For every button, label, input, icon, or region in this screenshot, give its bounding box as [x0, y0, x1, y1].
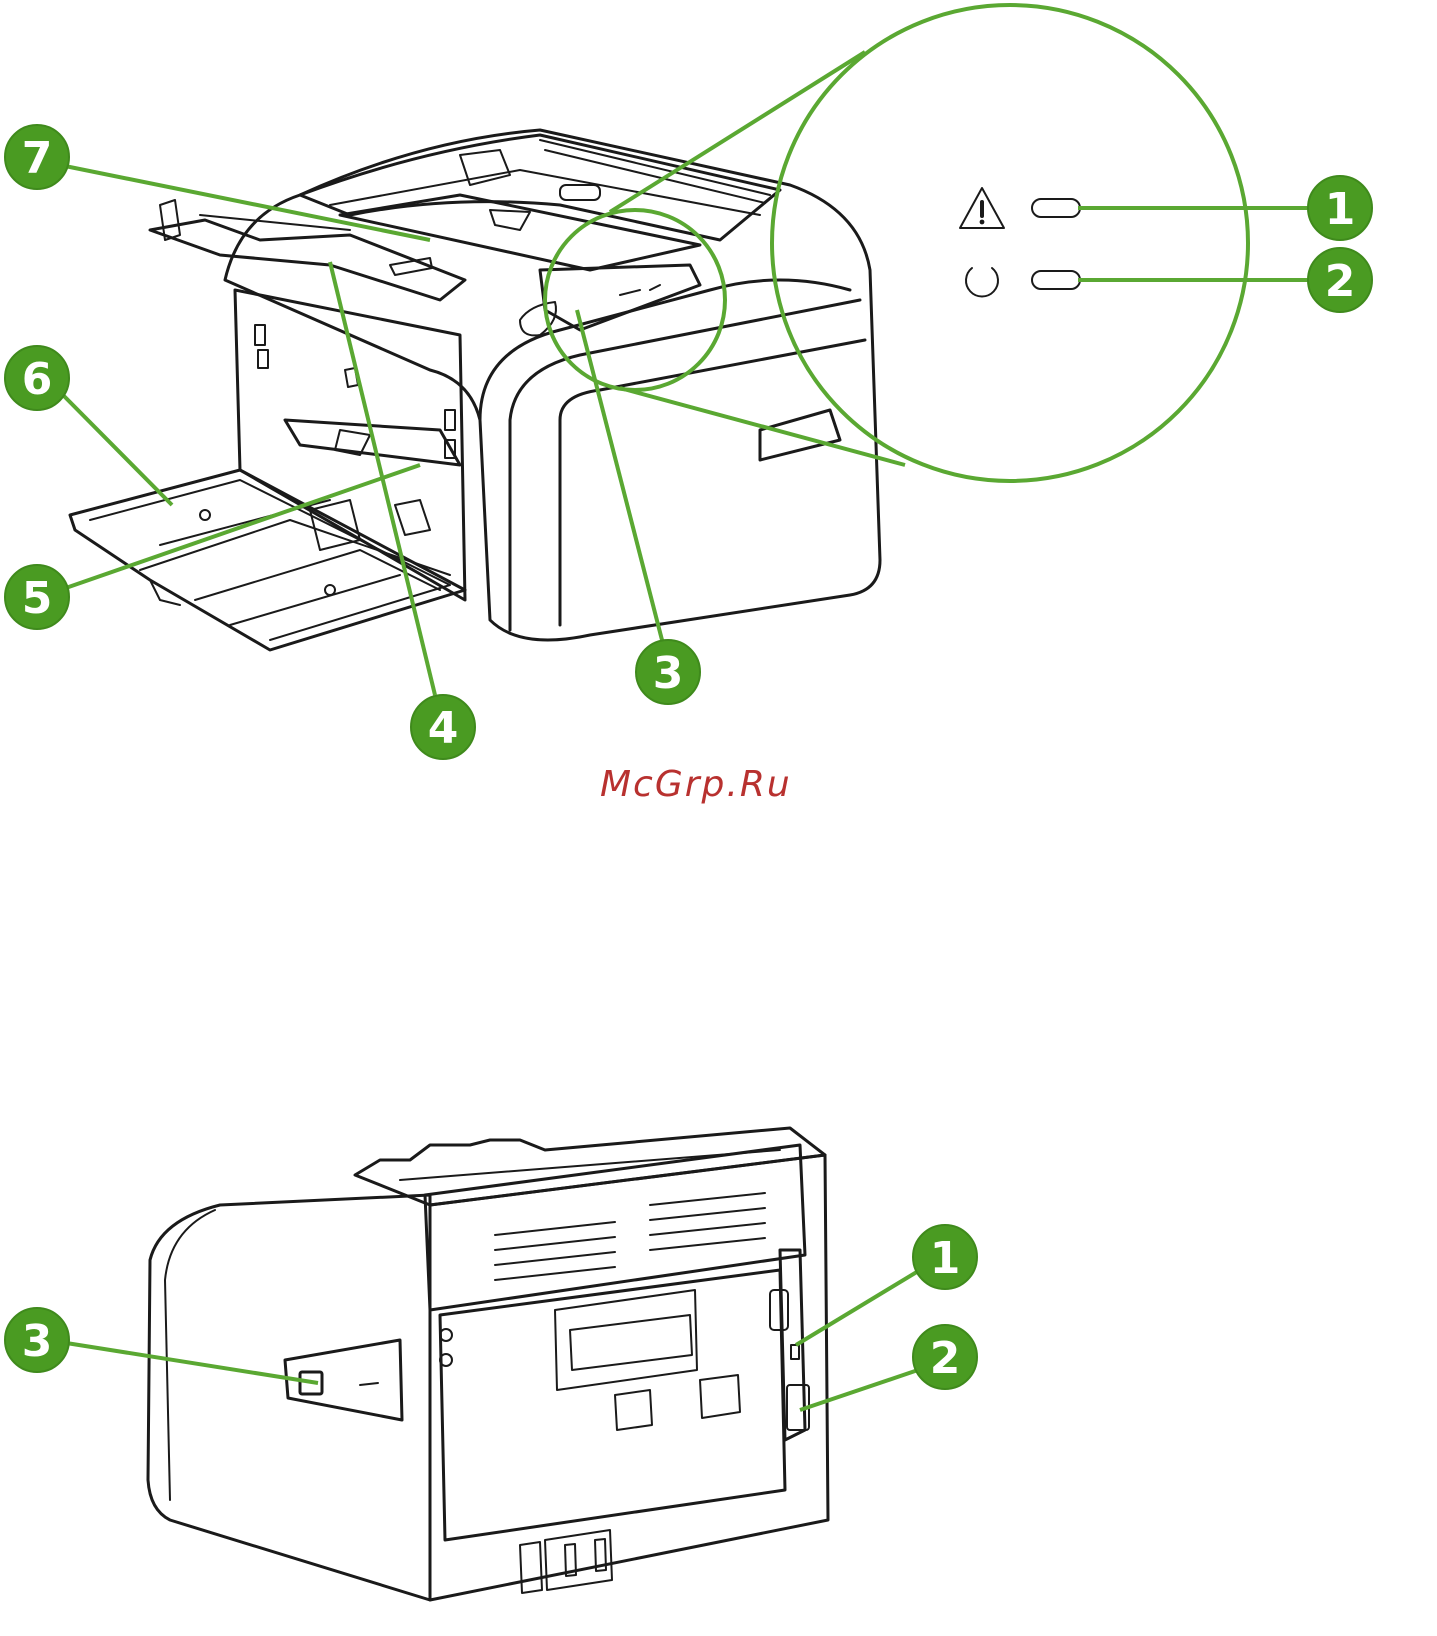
front-leaders [58, 163, 1315, 696]
rear-leaders [59, 1268, 922, 1412]
rear-callout-1-label: 1 [930, 1233, 961, 1284]
front-callout-6: 6 [4, 345, 70, 411]
front-callout-5: 5 [4, 564, 70, 630]
front-callout-4: 4 [410, 694, 476, 760]
attention-light [1031, 198, 1081, 218]
front-callout-5-label: 5 [22, 573, 53, 624]
power-ready-icon [965, 267, 999, 298]
rear-vents [494, 1192, 766, 1281]
front-callout-2: 2 [1307, 247, 1373, 313]
watermark-text: McGrp.Ru [600, 764, 792, 805]
front-callout-1: 1 [1307, 175, 1373, 241]
front-callout-3-label: 3 [653, 648, 684, 699]
ready-light [1031, 270, 1081, 290]
front-callout-1-label: 1 [1325, 184, 1356, 235]
rear-callout-3: 3 [4, 1307, 70, 1373]
rear-callout-3-label: 3 [22, 1316, 53, 1367]
attention-triangle-icon [959, 187, 1005, 229]
front-callout-2-label: 2 [1325, 256, 1356, 307]
rear-printer-illustration [146, 1126, 830, 1602]
front-callout-6-label: 6 [22, 354, 53, 405]
front-callout-4-label: 4 [428, 703, 459, 754]
rear-callout-2: 2 [912, 1324, 978, 1390]
front-callout-7-label: 7 [22, 133, 53, 184]
front-printer-illustration [68, 128, 882, 652]
front-callout-7: 7 [4, 124, 70, 190]
rear-callout-2-label: 2 [930, 1333, 961, 1384]
rear-callout-1: 1 [912, 1224, 978, 1290]
front-callout-3: 3 [635, 639, 701, 705]
control-panel-zoom [543, 3, 1250, 483]
